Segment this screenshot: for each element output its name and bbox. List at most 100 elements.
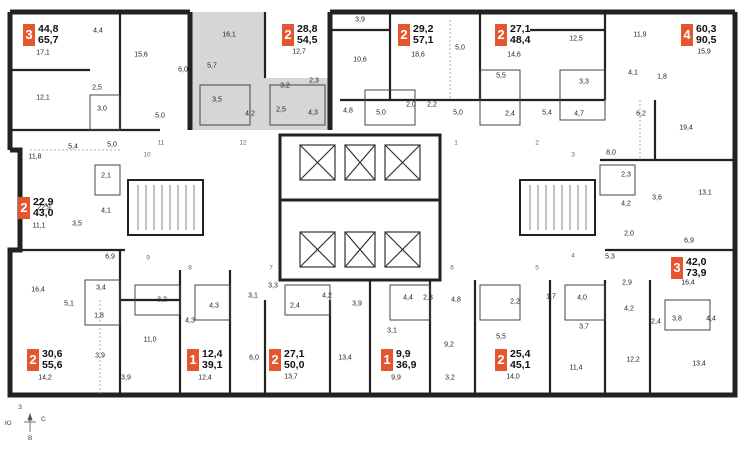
room-count-badge: 2: [282, 24, 294, 46]
room-area: 5,5: [496, 333, 506, 341]
room-area: 3,9: [352, 300, 362, 308]
room-area: 3,8: [672, 315, 682, 323]
apartment-area-total: 57,1: [413, 34, 434, 46]
room-area: 15,9: [697, 48, 711, 56]
compass-north-label: З: [18, 404, 22, 411]
room-area: 1,8: [94, 312, 104, 320]
apartment-area-living: 25,4: [510, 348, 531, 360]
room-area: 2,5: [276, 106, 286, 114]
room-area: 5,0: [455, 44, 465, 52]
door-number: 9: [146, 254, 150, 262]
compass-east-label: С: [41, 416, 46, 423]
door-number: 4: [571, 252, 575, 260]
stairwells: [127, 179, 596, 236]
room-count-badge: 3: [671, 257, 683, 279]
apartment-area-total: 55,6: [42, 359, 63, 371]
apartment-area-living: 28,8: [297, 23, 318, 35]
room-area: 13,4: [692, 360, 706, 368]
room-area: 2,4: [290, 302, 300, 310]
compass-west-label: Ю: [5, 420, 12, 427]
apartment-area-total: 90,5: [696, 34, 717, 46]
room-area: 5,5: [496, 72, 506, 80]
apartment-area-total: 48,4: [510, 34, 531, 46]
room-count-badge: 4: [681, 24, 693, 46]
room-area: 2,0: [406, 101, 416, 109]
door-number: 8: [188, 264, 192, 272]
room-area: 14,2: [38, 374, 52, 382]
room-area: 11,9: [633, 31, 647, 39]
room-area: 5,0: [155, 112, 165, 120]
room-count-badge: 1: [187, 349, 199, 371]
room-area: 2,5: [92, 84, 102, 92]
room-area: 19,4: [679, 124, 693, 132]
apartment-area-living: 22,9: [33, 196, 54, 208]
room-area: 3,5: [212, 96, 222, 104]
apartment-area-total: 39,1: [202, 359, 223, 371]
room-area: 4,1: [101, 207, 111, 215]
room-area: 12,4: [198, 374, 212, 382]
apartment-label-background: [265, 12, 330, 78]
room-area: 3,2: [445, 374, 455, 382]
room-count-badge: 1: [381, 349, 393, 371]
room-area: 17,1: [36, 49, 50, 57]
room-area: 6,9: [684, 237, 694, 245]
door-number: 10: [143, 151, 151, 159]
room-count-badge: 2: [398, 24, 410, 46]
compass-icon: [24, 412, 36, 432]
room-area: 2,1: [101, 172, 111, 180]
door-number: 7: [269, 264, 273, 272]
room-count-badge: 2: [18, 197, 30, 219]
room-area: 4,2: [624, 305, 634, 313]
room-area: 18,6: [411, 51, 425, 59]
room-area: 5,7: [207, 62, 217, 70]
room-count-badge: 2: [495, 24, 507, 46]
room-area: 4,7: [574, 110, 584, 118]
apartment-area-total: 54,5: [297, 34, 318, 46]
room-area: 5,0: [453, 109, 463, 117]
room-area: 4,8: [343, 107, 353, 115]
apartment-area-living: 30,6: [42, 348, 63, 360]
room-area: 4,3: [209, 302, 219, 310]
room-area: 5,1: [64, 300, 74, 308]
wet-room-partitions: [84, 69, 711, 331]
room-area: 3,1: [387, 327, 397, 335]
room-area: 5,4: [68, 143, 78, 151]
room-area: 13,7: [284, 373, 298, 381]
room-area: 3,3: [579, 78, 589, 86]
room-area: 2,2: [427, 101, 437, 109]
apartment-area-living: 27,1: [284, 348, 305, 360]
room-area: 13,1: [698, 189, 712, 197]
room-area: 5,4: [542, 109, 552, 117]
apartment-area-total: 73,9: [686, 267, 707, 279]
room-area: 12,7: [292, 48, 306, 56]
dashed-lines: [30, 20, 641, 395]
room-area: 3,2: [280, 82, 290, 90]
room-area: 2,4: [505, 110, 515, 118]
room-area: 4,4: [403, 294, 413, 302]
room-area: 3,6: [652, 194, 662, 202]
apartment-area-total: 65,7: [38, 34, 59, 46]
room-area: 6,2: [636, 110, 646, 118]
room-area: 3,9: [355, 16, 365, 24]
room-area: 11,1: [32, 222, 46, 230]
room-area: 12,5: [569, 35, 583, 43]
apartment-area-living: 60,3: [696, 23, 717, 35]
room-area: 11,8: [28, 153, 42, 161]
room-area: 9,2: [444, 341, 454, 349]
room-area: 11,0: [143, 336, 157, 344]
room-area: 2,3: [621, 171, 631, 179]
room-area: 2,9: [622, 279, 632, 287]
